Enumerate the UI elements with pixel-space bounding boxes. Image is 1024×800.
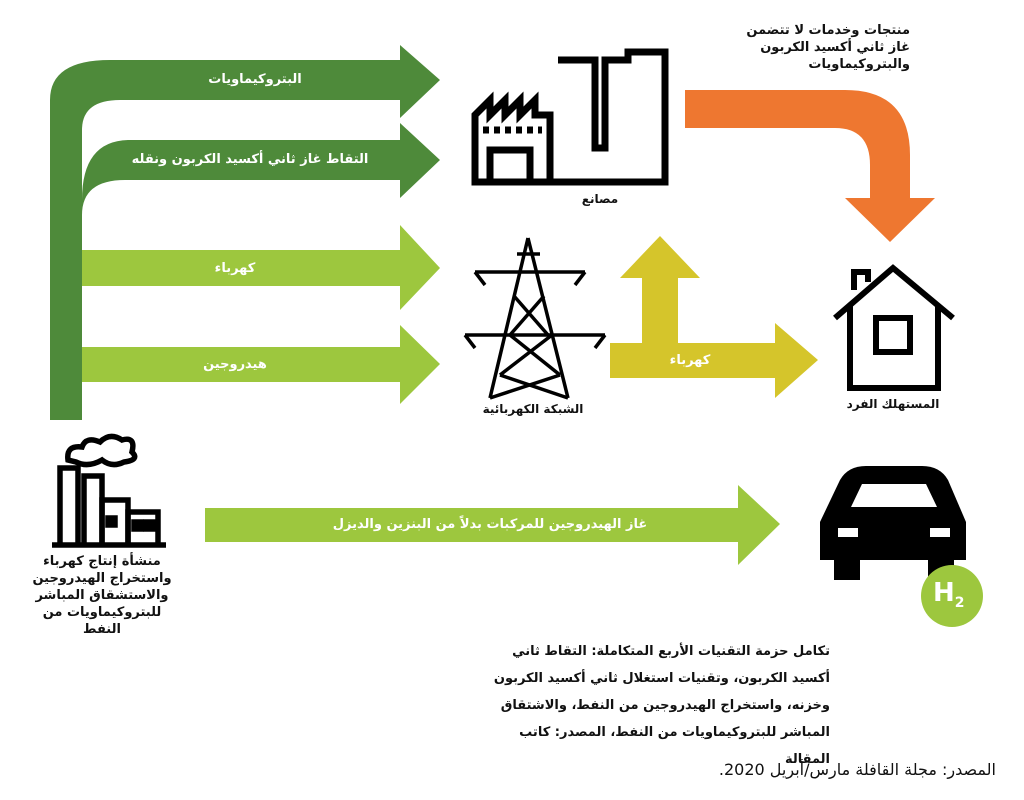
arrow-electricity — [82, 225, 440, 310]
arrow-hydrogen — [82, 325, 440, 404]
label-grid-electricity: كهرباء — [669, 353, 711, 368]
h2-badge-text: H2 — [933, 578, 965, 612]
label-grid: الشبكة الكهربائية — [482, 402, 584, 416]
label-factories: مصانع — [581, 192, 619, 206]
label-ccs: التقاط غاز ثاني أكسيد الكربون ونقله — [131, 152, 369, 167]
h2-badge — [921, 565, 983, 627]
label-consumer: المستهلك الفرد — [846, 397, 940, 411]
house-icon — [833, 264, 955, 391]
label-hydrogen: هيدروجين — [203, 357, 267, 372]
label-power-plant: منشأة إنتاج كهرباء واستخراج الهيدروجين و… — [32, 554, 172, 637]
label-electricity: كهرباء — [214, 261, 256, 276]
car-icon — [820, 466, 966, 580]
factory-icon — [471, 48, 669, 186]
caption: تكامل حزمة التقنيات الأربع المتكاملة: ال… — [493, 644, 830, 767]
arrow-grid-to-consumer — [610, 323, 818, 398]
arrow-hydrogen-vehicles — [205, 485, 780, 565]
label-hydrogen-vehicles: غاز الهيدروجين للمركبات بدلاً من البنزين… — [332, 517, 648, 532]
arrow-ccs — [82, 123, 440, 215]
label-petrochemicals: البتروكيماويات — [208, 72, 302, 87]
label-products: منتجات وخدمات لا تتضمن غاز ثاني أكسيد ال… — [746, 23, 910, 72]
power-plant-icon — [52, 433, 166, 548]
arrow-grid-up — [620, 236, 700, 360]
arrow-products — [685, 90, 935, 242]
transmission-tower-icon — [463, 237, 607, 400]
source-line: المصدر: مجلة القافلة مارس/أبريل 2020. — [718, 760, 996, 779]
arrow-petrochemicals — [50, 45, 440, 420]
